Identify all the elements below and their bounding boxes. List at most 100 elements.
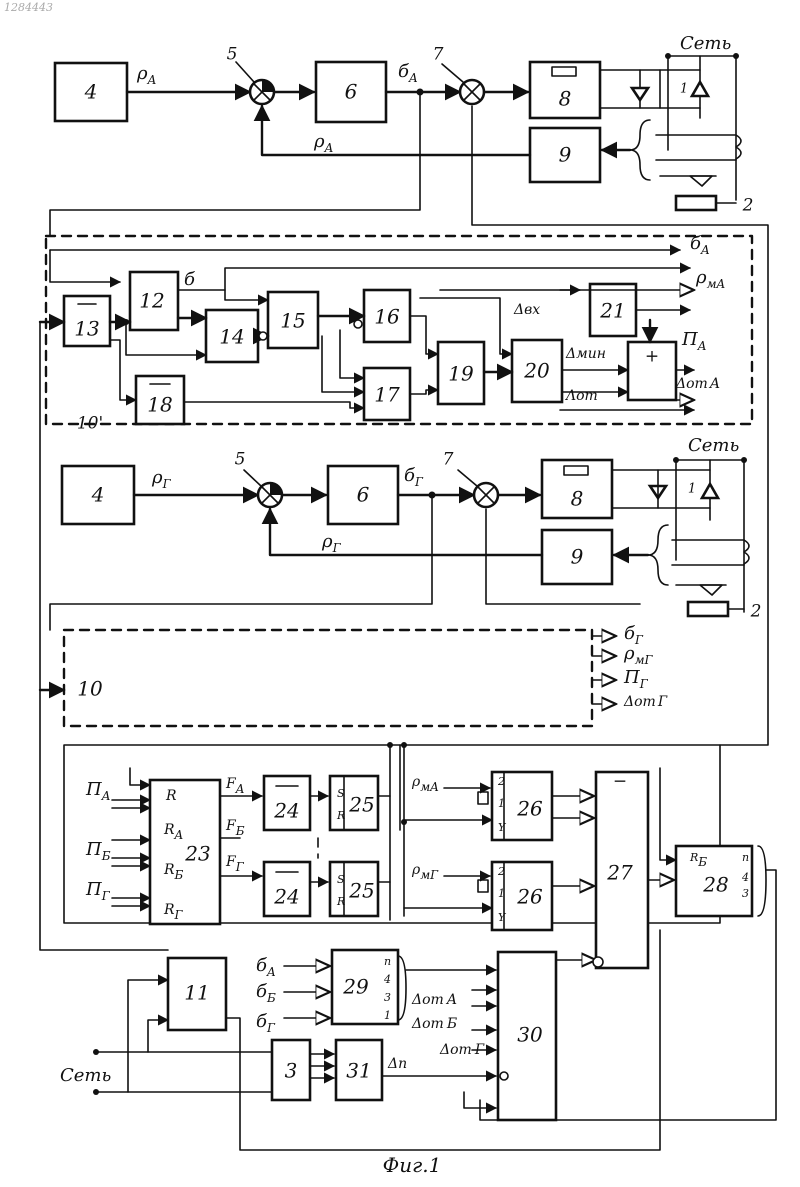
block-30-number: 30 [517, 1023, 543, 1047]
sensor-a [690, 176, 712, 186]
block-23-number: 23 [184, 842, 210, 866]
block-29-number: 29 [342, 975, 369, 999]
block-10-label-g: 10 [77, 677, 103, 701]
block-14-number: 14 [219, 325, 244, 349]
label-fa: FA [225, 776, 245, 796]
block-26-a-number: 26 [516, 797, 543, 821]
wire-7a-return [472, 106, 768, 745]
block-29-out-3: 3 [384, 991, 391, 1004]
label-1-g: 1 [688, 482, 696, 497]
block-29-out-4: 4 [383, 973, 391, 986]
brace-g [648, 525, 668, 585]
label-set-a: Сеть [680, 33, 731, 54]
block-25-g-in-r: R [336, 895, 345, 908]
block-24-g-number: 24 [273, 885, 299, 909]
input-p-v: ПБ [85, 839, 111, 863]
label-2-g: 2 [750, 602, 762, 622]
label-2-a: 2 [742, 196, 754, 216]
block-12-number: 12 [139, 289, 164, 313]
label-sigma-a-top: бA [398, 61, 418, 85]
block-10-collapsed: 10 бГ ρмГ ПГ ΔотГ [40, 623, 668, 726]
out-delta-out-g: ΔотГ [623, 694, 668, 710]
block-26-g-in-2: 2 [497, 865, 505, 878]
block-26-a-in-1: 1 [498, 797, 505, 810]
block-26-a-in-2: 2 [497, 775, 505, 788]
label-delta-in: Δвх [513, 302, 540, 318]
block-3-number: 3 [285, 1059, 298, 1083]
input-p-g: ПГ [85, 879, 111, 903]
block-16-number: 16 [374, 305, 400, 329]
thyristor-g-right [702, 484, 718, 498]
block-10-outline-g [64, 630, 592, 726]
block-8-a-number: 8 [559, 87, 572, 111]
label-5-g: 5 [235, 450, 246, 470]
label-rho-ma-bottom: ρмA [411, 774, 439, 794]
block-plus-sign: + [645, 347, 659, 367]
block-4-g-number: 4 [91, 483, 105, 507]
block-13-number: 13 [74, 317, 99, 341]
block-29-out-n: n [384, 955, 391, 968]
label-rho-a-top: ρA [136, 63, 157, 87]
leader-5-a [236, 62, 254, 82]
block-26-g-number: 26 [516, 885, 543, 909]
label-sigma-12: б [184, 269, 196, 290]
in30-delta-out-a: ΔотA [411, 992, 457, 1008]
label-lambda-out: Λот [564, 388, 598, 404]
scan-id-mark: 1284443 [4, 1, 53, 14]
label-fv: FБ [225, 818, 245, 838]
block-10-detailed: 10' бA 13 12 б ρмA 14 15 16 [40, 233, 752, 434]
label-set-bottom: Сеть [60, 1065, 111, 1086]
figure-caption: Фиг.1 [383, 1153, 442, 1177]
block-11-number: 11 [184, 981, 209, 1005]
channel-g: 4 ρГ 5 6 бГ 7 8 1 Сеть [50, 435, 761, 630]
block-10-label-a: 10' [77, 414, 103, 434]
block-24-a-number: 24 [273, 799, 299, 823]
block-25-a-in-r: R [336, 809, 345, 822]
block-8-g-number: 8 [571, 487, 584, 511]
block-9-g-number: 9 [571, 545, 584, 569]
block-28-out-n: n [742, 851, 749, 864]
block-19-number: 19 [448, 362, 474, 386]
block-28-number: 28 [702, 873, 728, 897]
load-2-g [688, 602, 728, 616]
block-29-out-1: 1 [384, 1009, 391, 1022]
block-27-sign: − [613, 772, 627, 792]
block-4-a-number: 4 [84, 80, 98, 104]
out-delta-out-a: ΔотA [675, 376, 720, 392]
label-rho-g-fb: ρГ [321, 531, 342, 555]
label-7-a: 7 [433, 45, 444, 65]
block-25-a-number: 25 [348, 793, 374, 817]
control-section: 23 R RA RБ RГ ПA ПБ ПГ FA FБ FГ 24 S R 2… [64, 742, 776, 1120]
label-fg: FГ [225, 854, 245, 874]
block-6-a-number: 6 [345, 80, 358, 104]
label-rho-mg-bottom: ρмГ [411, 862, 439, 882]
thyristor-a-right [692, 82, 708, 96]
block-21-number: 21 [599, 299, 625, 323]
in29-sigma-a: бA [256, 955, 276, 979]
thyristor-a-left [632, 88, 648, 100]
block-18-number: 18 [147, 393, 172, 417]
block-25-g-in-s: S [337, 873, 345, 886]
block-28-out-3: 3 [742, 887, 749, 900]
in29-sigma-v: бБ [256, 981, 276, 1005]
label-5-a: 5 [227, 45, 238, 65]
block-9-a-number: 9 [559, 143, 572, 167]
block-31-number: 31 [346, 1059, 371, 1083]
block-20-number: 20 [523, 359, 550, 383]
brace-a [630, 120, 650, 180]
bottom-section: 11 бA бБ бГ 29 n 4 3 1 ΔотA ΔотБ ΔотГ 30 [60, 930, 660, 1150]
out-rho-ma: ρмA [695, 267, 726, 291]
block-27-number: 27 [606, 861, 633, 885]
block-17-number: 17 [374, 383, 400, 407]
out-rho-mg: ρмГ [623, 643, 654, 667]
label-rho-g-top: ρГ [151, 467, 172, 491]
block-23-in-r: R [165, 788, 177, 804]
sensor-g [700, 585, 722, 595]
block-15-number: 15 [280, 309, 305, 333]
label-sigma-g-top: бГ [404, 465, 424, 489]
label-delta-min: Δмин [565, 346, 606, 362]
label-7-g: 7 [443, 450, 454, 470]
block-25-a-in-s: S [337, 787, 345, 800]
label-set-g: Сеть [688, 435, 739, 456]
